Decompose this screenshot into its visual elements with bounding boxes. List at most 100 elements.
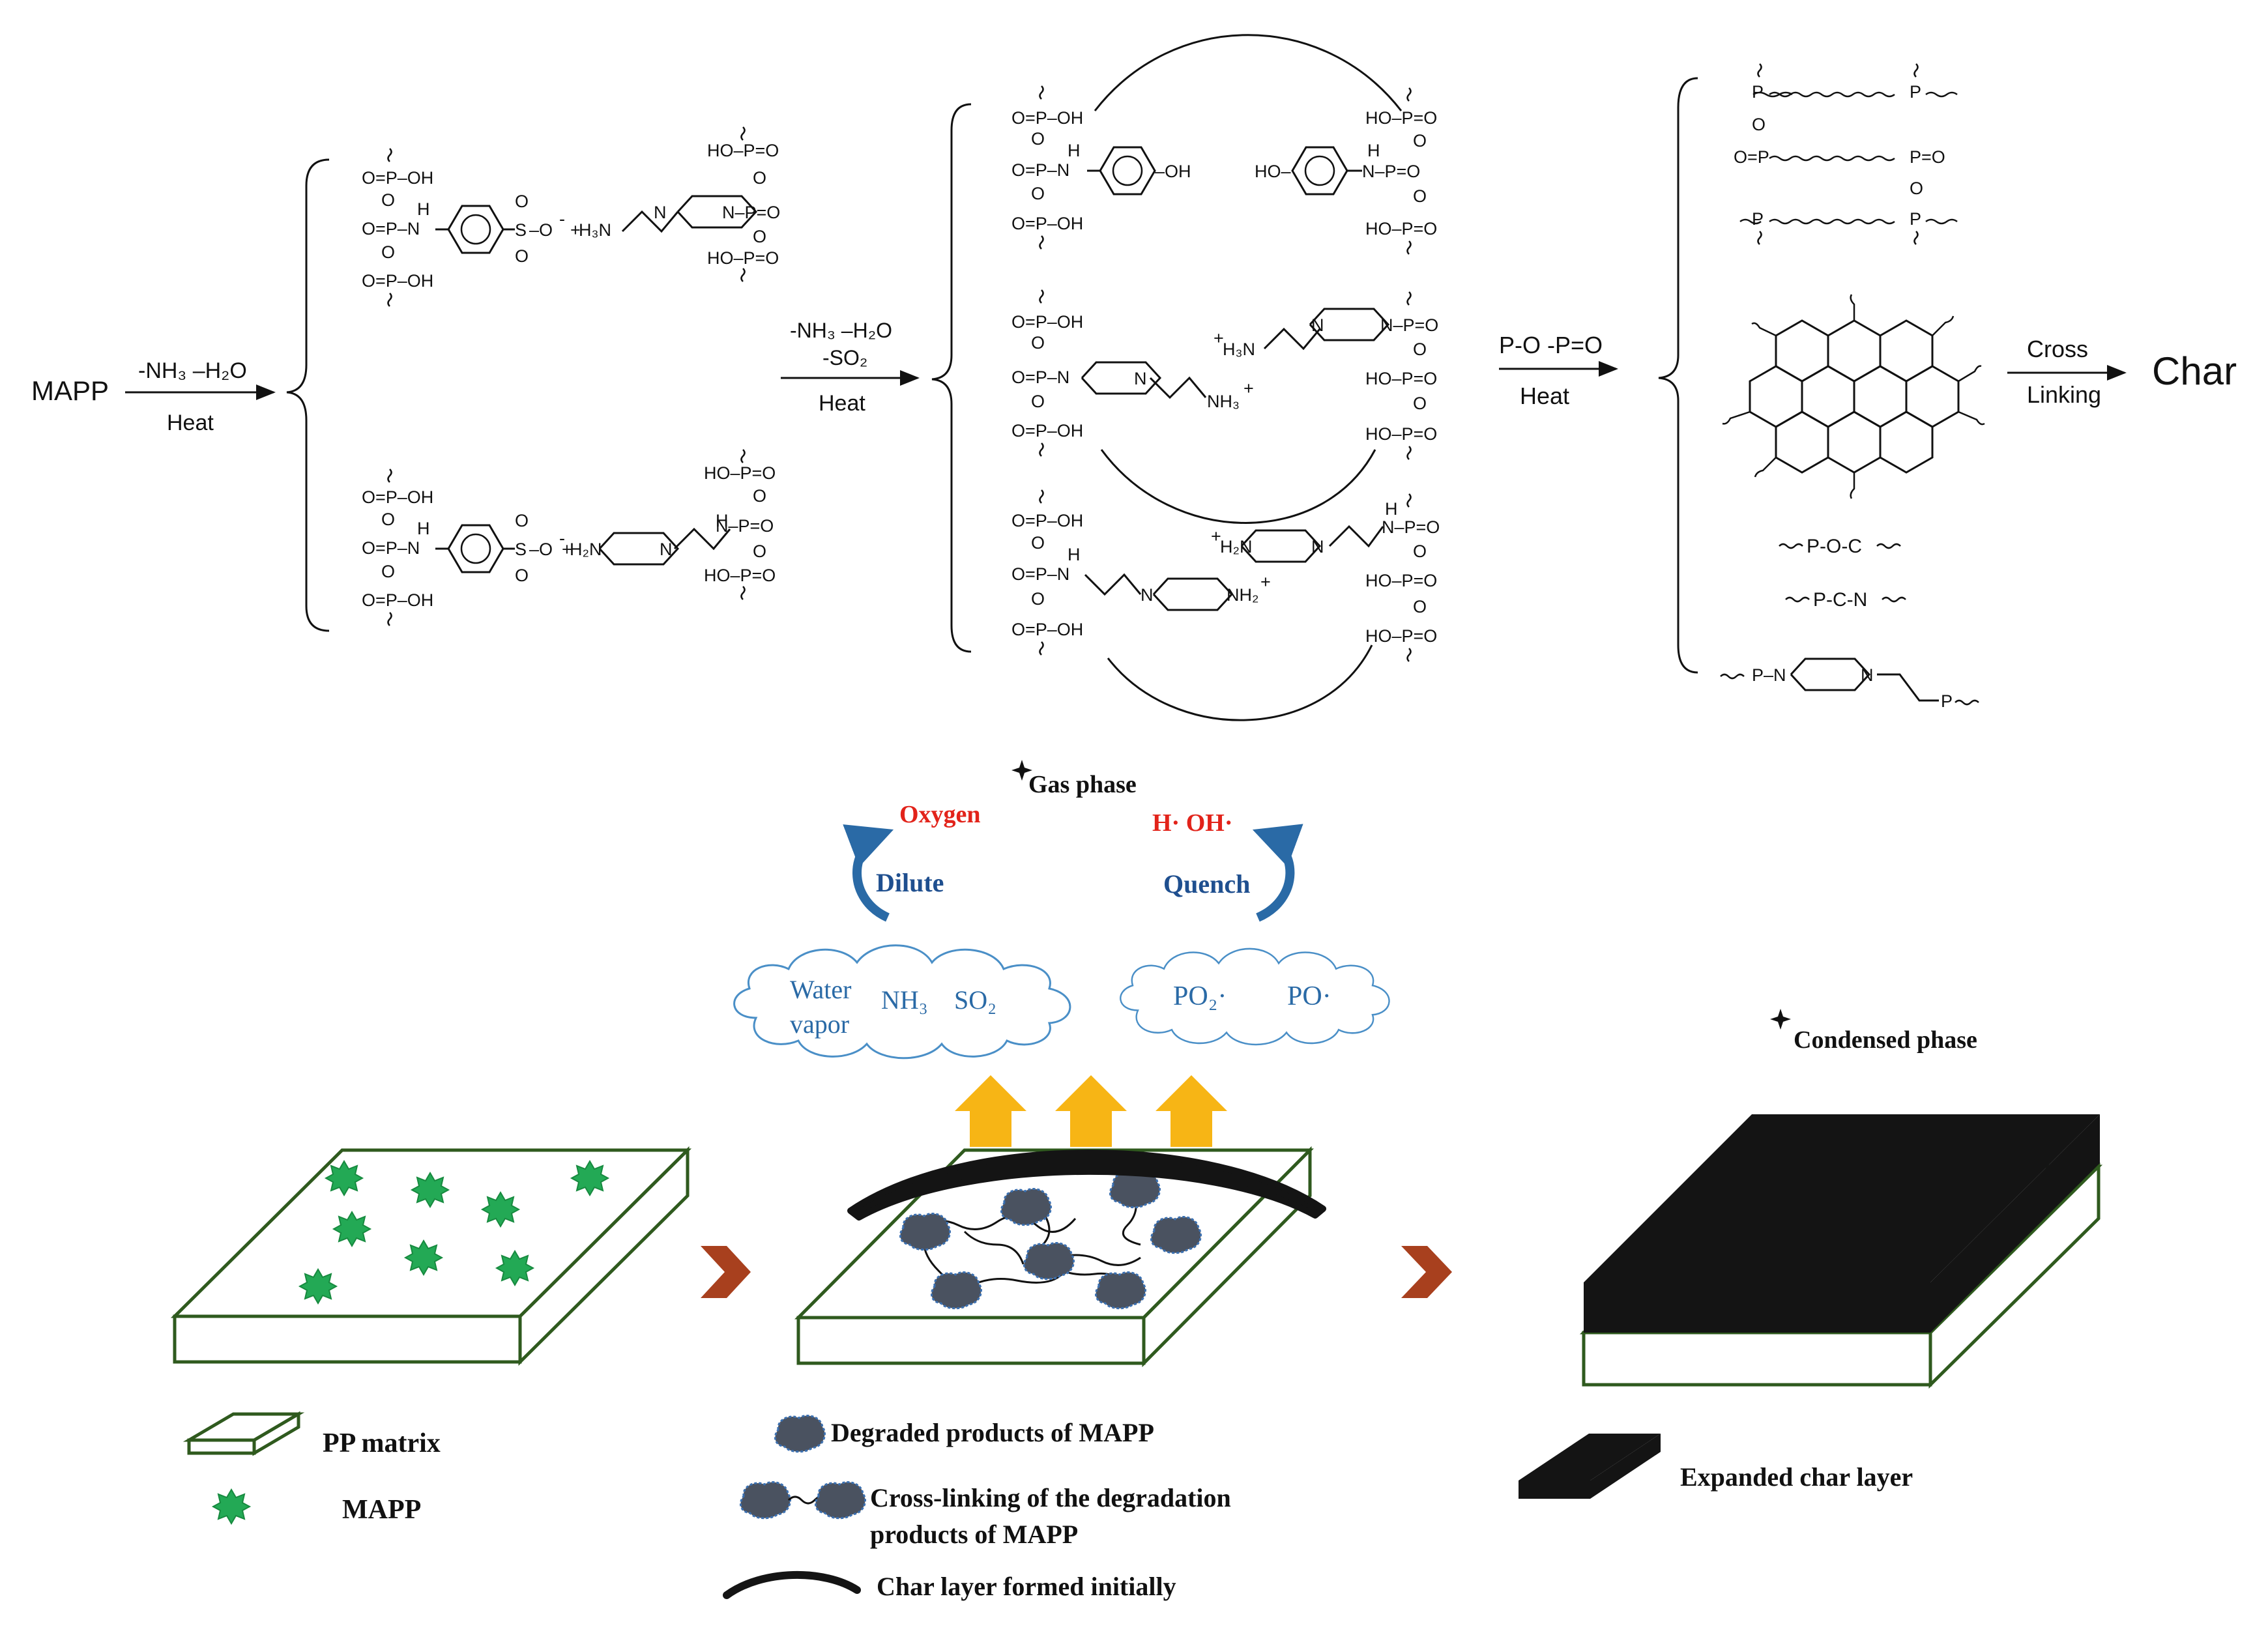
mechanism: Gas phase Oxygen H· OH· Dilute Quench Wa…: [170, 760, 2103, 1601]
svg-text:O: O: [753, 168, 766, 188]
svg-text:P: P: [1752, 82, 1764, 102]
linkages: P-O-C P-C-N: [1779, 536, 1906, 611]
legend-pp-matrix-icon: [182, 1411, 305, 1456]
svg-text:P: P: [1910, 209, 1921, 229]
svg-text:O=P–OH: O=P–OH: [1011, 421, 1083, 441]
svg-text:O=P–N: O=P–N: [1011, 160, 1069, 180]
gas-cloud-left: Water vapor NH₃ SO₂: [733, 944, 1071, 1060]
legend-crosslink-label-2: products of MAPP: [870, 1520, 1078, 1549]
svg-text:O=P–OH: O=P–OH: [362, 487, 433, 507]
step1-conditions: -NH₃ –H₂O: [138, 358, 247, 383]
svg-text:N: N: [654, 203, 667, 222]
gas-release-arrows: [955, 1075, 1227, 1147]
structure-3a: P P O O=P P=O O P P: [1734, 63, 1958, 246]
svg-text:O: O: [381, 190, 395, 210]
svg-text:O: O: [1413, 186, 1427, 206]
cloud-water-2: vapor: [790, 1009, 849, 1039]
legend-crosslink-label-1: Cross-linking of the degradation: [870, 1483, 1231, 1512]
quench-label: Quench: [1163, 869, 1250, 899]
svg-text:-: -: [559, 209, 565, 229]
svg-text:HO–P=O: HO–P=O: [1365, 424, 1437, 444]
cloud-po: PO·: [1287, 981, 1331, 1011]
step4-arrow: Cross Linking: [2007, 336, 2127, 408]
svg-text:O=P–N: O=P–N: [1011, 564, 1069, 584]
svg-text:N: N: [1141, 585, 1154, 605]
step4-line1: Cross: [2027, 336, 2088, 362]
svg-text:HO–: HO–: [1255, 162, 1291, 181]
svg-text:O=P–OH: O=P–OH: [362, 271, 433, 291]
start-label: MAPP: [31, 375, 109, 406]
structure-2b: O=P–OH O O=P–N N NH₃ + O O=P–OH + H₃N N …: [1011, 289, 1438, 524]
legend-char-initial-label: Char layer formed initially: [877, 1572, 1176, 1601]
step2-conditions-b: -SO₂: [822, 346, 867, 369]
legend-char-arc-icon: [723, 1570, 861, 1599]
svg-text:O: O: [381, 242, 395, 262]
step2-heat: Heat: [819, 391, 865, 416]
svg-text:O: O: [515, 566, 529, 585]
oxygen-label: Oxygen: [899, 801, 981, 828]
svg-text:O: O: [1031, 184, 1045, 203]
dilute-curl-arrow-icon: [843, 824, 894, 922]
svg-text:O=P–OH: O=P–OH: [1011, 620, 1083, 639]
svg-text:O: O: [1413, 597, 1427, 616]
svg-text:H: H: [1367, 141, 1380, 160]
svg-text:O=P–OH: O=P–OH: [362, 590, 433, 610]
svg-text:O: O: [381, 510, 395, 529]
svg-text:O: O: [381, 562, 395, 581]
svg-text:+: +: [1211, 527, 1221, 546]
svg-text:H: H: [417, 519, 430, 538]
brace-3: [1658, 77, 1698, 674]
svg-text:O: O: [1031, 333, 1045, 353]
svg-text:H: H: [1068, 141, 1081, 160]
structure-2c: O=P–OH O O=P–N H N NH₂ + O O=P–OH + H₂N …: [1011, 489, 1440, 721]
svg-text:O=P–OH: O=P–OH: [1011, 312, 1083, 332]
svg-text:O=P–N: O=P–N: [362, 219, 420, 238]
svg-text:O=P–OH: O=P–OH: [1011, 214, 1083, 233]
svg-text:–O: –O: [529, 540, 553, 559]
svg-text:O: O: [1031, 392, 1045, 411]
legend-expanded-char-label: Expanded char layer: [1680, 1462, 1913, 1492]
svg-text:HO–P=O: HO–P=O: [1365, 571, 1437, 590]
legend-degraded-blob-icon: [774, 1414, 826, 1453]
svg-text:H₃N: H₃N: [1223, 340, 1255, 359]
legend-mapp-label: MAPP: [342, 1495, 421, 1525]
cloud-water-1: Water: [790, 975, 852, 1004]
legend-degraded-label: Degraded products of MAPP: [831, 1418, 1154, 1447]
svg-text:P: P: [1910, 82, 1921, 102]
cloud-po2: PO₂·: [1173, 981, 1227, 1011]
step3-heat: Heat: [1520, 383, 1569, 409]
svg-text:N: N: [1311, 537, 1324, 556]
svg-text:+: +: [570, 220, 581, 240]
svg-text:N: N: [660, 540, 673, 559]
svg-text:N: N: [1134, 369, 1147, 388]
legend-crosslink-icon: [739, 1481, 866, 1520]
step4-line2: Linking: [2027, 381, 2101, 408]
svg-text:O: O: [753, 486, 766, 506]
svg-text:H₃N: H₃N: [579, 220, 611, 240]
svg-text:O=P–N: O=P–N: [1011, 368, 1069, 387]
brace-2: [931, 103, 972, 653]
svg-text:N: N: [1311, 315, 1324, 335]
legend: PP matrix MAPP Degraded products of MAPP…: [182, 1411, 1913, 1601]
svg-text:H: H: [716, 511, 729, 530]
chevron-arrow-1-icon: [701, 1246, 751, 1298]
svg-text:HO–P=O: HO–P=O: [1365, 108, 1437, 128]
svg-text:S: S: [515, 220, 527, 240]
legend-mapp-star-icon: [212, 1489, 250, 1524]
slab-with-expanded-char: [1579, 1114, 2103, 1389]
svg-text:O: O: [753, 542, 766, 561]
svg-text:O: O: [1413, 542, 1427, 561]
legend-pp-matrix-label: PP matrix: [323, 1428, 441, 1458]
step2-arrow: -NH₃ –H₂O -SO₂ Heat: [781, 319, 920, 416]
link-poc: P-O-C: [1807, 536, 1862, 557]
svg-text:HO–P=O: HO–P=O: [1365, 219, 1437, 238]
svg-text:S: S: [515, 540, 527, 559]
svg-text:O: O: [1413, 340, 1427, 359]
svg-text:O=P–OH: O=P–OH: [362, 168, 433, 188]
svg-text:–O: –O: [529, 220, 553, 240]
structure-3b-polyaromatic: [1722, 294, 1985, 499]
end-label: Char: [2152, 349, 2237, 393]
structure-3d-piperazine-bridge: P–N N P: [1720, 658, 1979, 711]
svg-text:H: H: [1068, 545, 1081, 564]
